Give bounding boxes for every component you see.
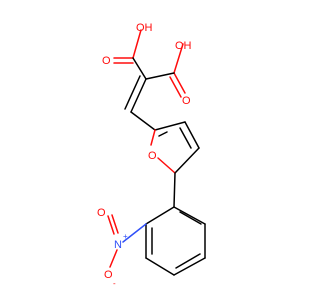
bond-vinyl-furan	[130, 111, 156, 131]
o-nitro-top-label: O	[97, 207, 106, 219]
bond-set	[107, 29, 206, 276]
bond-furan-c5-o	[157, 157, 176, 174]
bond-furan-o-c2	[150, 129, 156, 146]
bond-benzene-6	[145, 206, 175, 225]
bond-n-o-top-a	[107, 215, 115, 235]
bond-furan-phenyl	[173, 172, 176, 208]
o-nitro-bottom-label: O	[104, 269, 113, 281]
bond-central-double-a	[130, 78, 147, 113]
oh-right-label: OH	[175, 40, 192, 52]
bond-n-o-top-b	[111, 214, 119, 234]
n-nitro-label: N	[114, 239, 122, 251]
bond-central-right	[145, 72, 175, 80]
bond-benzene-3-inner	[175, 253, 201, 269]
chemical-structure: OH O OH O O N + O O -	[97, 22, 206, 288]
o-carbonyl-right-label: O	[182, 95, 191, 107]
bond-furan-c2-inner	[158, 131, 168, 137]
bond-furan-c4-c5	[174, 147, 200, 174]
bond-c-o-top	[132, 29, 142, 59]
bond-n-o-bottom	[109, 249, 118, 268]
bond-furan-c3-c4-inner	[179, 127, 192, 149]
bond-central-top	[132, 57, 147, 80]
bond-central-double-b	[124, 75, 141, 110]
atom-label-set: OH O OH O O N + O O -	[97, 22, 192, 288]
bond-furan-c2-c3	[154, 121, 186, 131]
bond-ring-n	[122, 223, 147, 243]
bond-c-o-double-right-a	[173, 72, 186, 94]
bond-benzene-1-inner	[179, 211, 202, 225]
bond-benzene-3	[173, 257, 206, 276]
bond-benzene-1	[173, 206, 206, 225]
o-nitro-charge-label: -	[113, 279, 116, 288]
bond-furan-c3-c4	[184, 121, 200, 149]
bond-benzene-4	[145, 257, 175, 276]
bond-c-o-right-top	[173, 43, 184, 74]
bond-c-o-double-right-b	[169, 76, 182, 98]
o-furan-label: O	[148, 150, 157, 162]
n-charge-label: +	[123, 232, 128, 241]
o-carbonyl-left-label: O	[102, 55, 111, 67]
oh-top-label: OH	[136, 22, 153, 34]
